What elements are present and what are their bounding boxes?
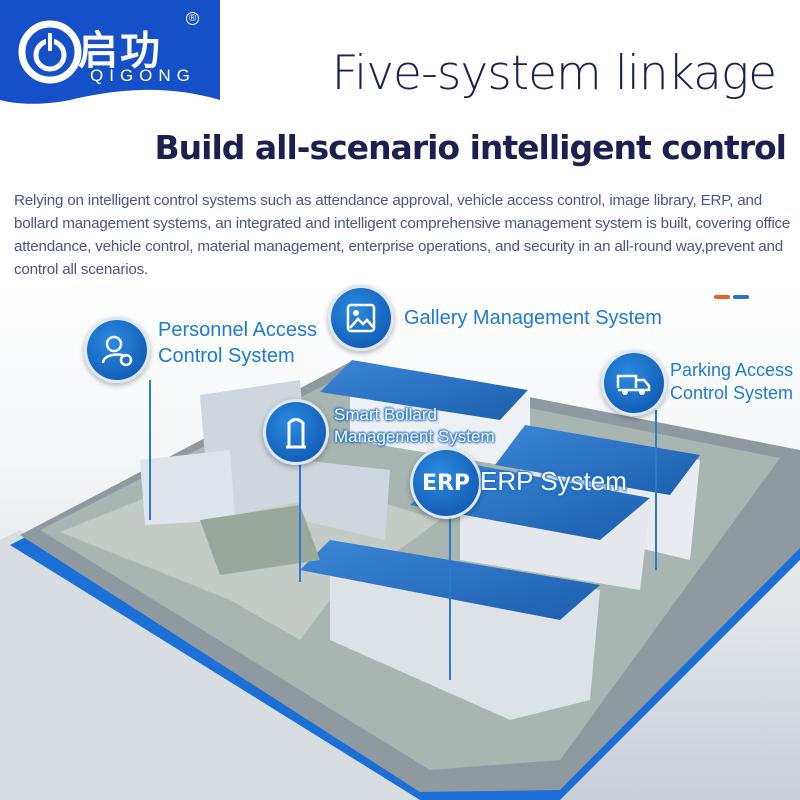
- label-line: Management System: [334, 427, 495, 447]
- erp-system-label: ERP System: [480, 466, 627, 496]
- logo-background: [0, 0, 220, 104]
- erp-icon: ERP: [421, 470, 471, 496]
- accent-dash-orange: [714, 295, 730, 299]
- smart-bollard-button[interactable]: [263, 399, 329, 465]
- bollard-icon: [286, 418, 306, 449]
- label-line: Control System: [158, 345, 295, 367]
- brand-name-en: QIGONG: [90, 66, 196, 85]
- brand-name-cn: 启功: [78, 28, 162, 74]
- accent-dash-blue: [733, 295, 749, 299]
- gallery-management-label: Gallery Management System: [404, 307, 662, 329]
- parking-access-button[interactable]: [601, 350, 667, 416]
- label-line: Smart Bollard: [334, 405, 437, 424]
- personnel-access-button[interactable]: [84, 317, 150, 383]
- page-title: Five-system linkage: [331, 46, 777, 101]
- pointer-line: [299, 462, 301, 582]
- user-gear-icon: [101, 335, 133, 367]
- brand-logo: 启功 QIGONG ®: [0, 0, 220, 110]
- erp-system-button[interactable]: ERP: [410, 447, 482, 519]
- truck-gear-icon: [616, 374, 651, 395]
- registered-mark: ®: [186, 12, 199, 25]
- pointer-line: [655, 410, 657, 570]
- parking-access-label: Parking Access Control System: [670, 359, 793, 406]
- pointer-line: [149, 380, 151, 520]
- smart-bollard-label: Smart Bollard Management System: [334, 404, 495, 448]
- gallery-management-button[interactable]: [328, 285, 394, 351]
- image-icon: [346, 303, 376, 333]
- label-line: Parking Access: [670, 360, 794, 380]
- page-subtitle: Build all-scenario intelligent control: [154, 128, 787, 167]
- personnel-access-label: Personnel Access Control System: [158, 317, 317, 369]
- description-text: Relying on intelligent control systems s…: [14, 192, 791, 278]
- label-line: Personnel Access: [158, 319, 317, 341]
- label-line: Control System: [670, 383, 794, 404]
- pointer-line: [449, 515, 451, 680]
